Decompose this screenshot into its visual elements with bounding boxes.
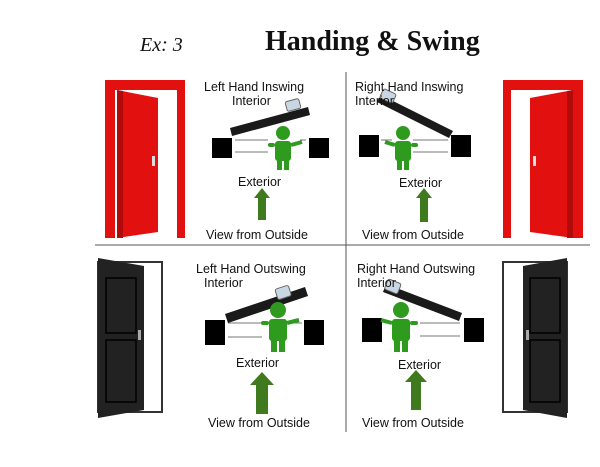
exterior-label: Exterior (399, 176, 443, 190)
wall-left-icon (362, 318, 382, 342)
view-label: View from Outside (362, 228, 464, 242)
person-icon (261, 302, 300, 352)
example-label: Ex: 3 (140, 34, 183, 56)
view-label: View from Outside (362, 416, 464, 430)
red-door-right-icon (503, 80, 583, 238)
exterior-label: Exterior (238, 175, 282, 189)
hinge-icon (384, 278, 402, 295)
person-icon (380, 302, 418, 352)
door-leaf-icon (225, 287, 308, 323)
arrow-up-icon (405, 370, 427, 410)
right-hand-outswing-diagram (362, 278, 484, 410)
door-leaf-icon (230, 107, 310, 136)
exterior-label: Exterior (398, 358, 442, 372)
red-door-left-icon (105, 80, 185, 238)
person-icon (268, 126, 303, 170)
view-label: View from Outside (208, 416, 310, 430)
arrow-up-icon (254, 188, 270, 220)
hinge-icon (379, 88, 397, 104)
interior-label: Interior (355, 94, 394, 108)
wall-left-icon (359, 135, 379, 157)
right-hand-inswing-diagram (359, 88, 471, 222)
view-label: View from Outside (206, 228, 308, 242)
interior-label: Interior (357, 276, 396, 290)
exterior-label: Exterior (236, 356, 280, 370)
arrow-up-icon (250, 372, 274, 414)
arrow-up-icon (416, 188, 432, 222)
wall-right-icon (309, 138, 329, 158)
hinge-icon (274, 285, 292, 300)
door-leaf-icon (377, 95, 453, 138)
wall-right-icon (304, 320, 324, 345)
hinge-icon (284, 98, 302, 112)
person-icon (384, 126, 418, 170)
diagram-title: Handing & Swing (265, 26, 480, 57)
panel-title: Right Hand Inswing (355, 80, 464, 94)
interior-label: Interior (204, 276, 243, 290)
black-door-right-icon (502, 258, 568, 418)
left-hand-outswing-diagram (205, 285, 324, 414)
interior-label: Interior (232, 94, 271, 108)
panel-title: Left Hand Inswing (204, 80, 305, 94)
wall-left-icon (212, 138, 232, 158)
door-leaf-icon (383, 284, 462, 321)
wall-right-icon (464, 318, 484, 342)
panel-title: Left Hand Outswing (196, 262, 306, 276)
panel-title: Right Hand Outswing (357, 262, 476, 276)
left-hand-inswing-diagram (212, 98, 329, 220)
wall-left-icon (205, 320, 225, 345)
black-door-left-icon (97, 258, 163, 418)
wall-right-icon (451, 135, 471, 157)
